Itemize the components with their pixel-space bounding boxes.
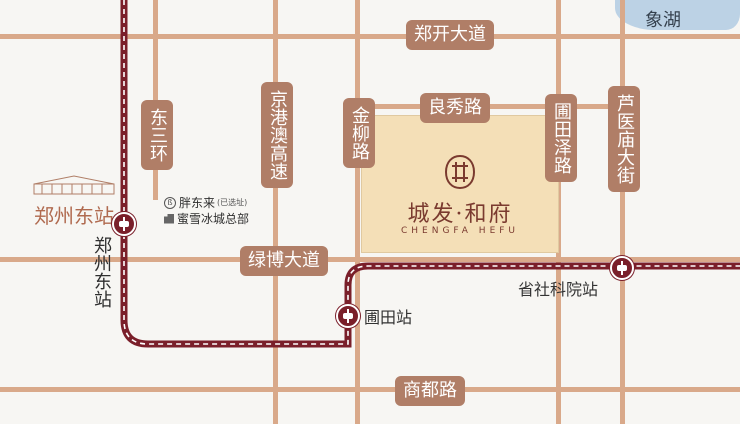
station-shengsheke-icon[interactable] [610,256,634,280]
road-jinliu [355,0,360,424]
road-zhengkai [0,34,740,39]
road-label-dongsanhuan: 东三环 [141,100,173,170]
road-label-jinliu: 金柳路 [343,98,375,168]
lake-area [615,0,740,30]
poi-pangdonglai-note: (已选址) [217,198,248,207]
shopping-icon: ß [164,196,176,209]
road-liangxiu [355,104,625,109]
station-shengsheke-label: 省社科院站 [518,280,599,299]
poi-pangdonglai-label: 胖东来 [179,196,216,210]
zhengzhou-east-vertical-label: 郑州东站 [91,236,112,308]
lake-label: 象湖 [645,10,681,31]
project-title: 城发·和府 [407,202,513,227]
zhengzhou-east-building-icon [33,175,115,195]
zhengzhou-east-label: 郑州东站 [34,204,114,228]
station-zhengzhou-east-icon[interactable] [112,212,136,236]
project-subtitle: CHENGFA HEFU [400,226,520,236]
poi-pangdonglai[interactable]: ß 胖东来 (已选址) [164,194,247,211]
building-icon [164,213,174,224]
poi-mixue[interactable]: 蜜雪冰城总部 [164,210,249,227]
poi-mixue-label: 蜜雪冰城总部 [177,212,250,226]
road-label-lvbo: 绿博大道 [240,246,328,276]
road-shangdu [0,387,740,392]
station-putian-label: 圃田站 [364,308,413,327]
road-label-jinggangao: 京港澳高速 [261,82,293,188]
project-block[interactable]: 城发·和府 CHENGFA HEFU [361,115,559,253]
road-label-liangxiu: 良秀路 [420,93,490,123]
road-label-shangdu: 商都路 [395,376,465,406]
road-luyimiao [620,0,625,424]
road-label-luyimiao: 芦医庙大街 [608,86,640,192]
project-logo-icon [444,154,476,190]
road-lvbo [0,257,740,262]
station-putian-icon[interactable] [336,304,360,328]
road-label-zhengkai: 郑开大道 [406,20,494,50]
road-label-putianze: 圃田泽路 [545,94,577,182]
road-jinggangao [273,0,278,424]
